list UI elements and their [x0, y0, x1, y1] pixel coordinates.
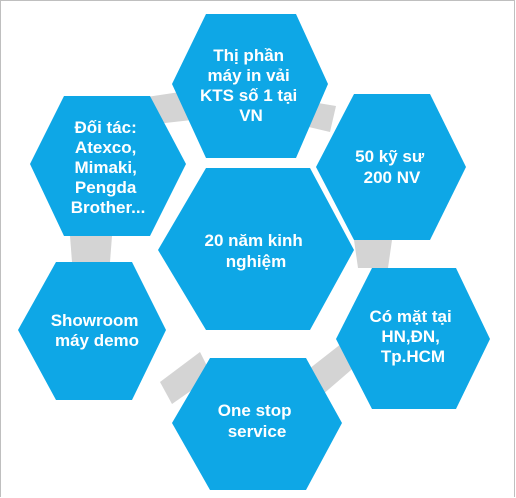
hex-market	[172, 14, 328, 158]
labels: Thị phần máy in vải KTS số 1 tại VN 50 k…	[51, 46, 457, 441]
connector-service-showroom	[160, 352, 212, 404]
hex-partners	[30, 96, 186, 236]
connector-showroom-partners	[70, 236, 112, 262]
hex-showroom	[18, 262, 166, 400]
hex-market-line: máy in vải	[208, 66, 290, 85]
hex-engineers-line: 200 NV	[364, 168, 421, 187]
hex-center-line: nghiệm	[226, 252, 286, 271]
hex-market-line: Thị phần	[213, 46, 284, 65]
hex-center	[158, 168, 354, 330]
hex-partners-line: Đối tác:	[74, 118, 136, 137]
hex-center-line: 20 năm kinh	[205, 231, 303, 250]
hex-partners-line: Pengda	[75, 178, 137, 197]
hex-market-line: VN	[239, 106, 263, 125]
hex-partners-line: Brother...	[71, 198, 146, 217]
hex-service-line: One stop	[218, 401, 292, 420]
hex-presence-label: Có mặt tại HN,ĐN, Tp.HCM	[370, 307, 457, 366]
hex-partners-line: Mimaki,	[74, 158, 136, 177]
hex-partners-line: Atexco,	[75, 138, 136, 157]
hex-engineers	[316, 94, 466, 240]
hex-showroom-label: Showroom máy demo	[51, 311, 144, 350]
hex-presence	[336, 268, 490, 409]
hex-service	[172, 358, 342, 490]
hexagons	[18, 14, 490, 490]
hex-market-line: KTS số 1 tại	[200, 86, 297, 105]
hex-market-label: Thị phần máy in vải KTS số 1 tại VN	[200, 46, 302, 125]
hex-center-label: 20 năm kinh nghiệm	[205, 231, 308, 271]
connector-engineers-presence	[354, 240, 392, 268]
hex-service-line: service	[228, 422, 287, 441]
hex-engineers-label: 50 kỹ sư 200 NV	[355, 147, 429, 187]
hex-engineers-line: 50 kỹ sư	[355, 147, 425, 166]
hex-presence-line: Tp.HCM	[381, 347, 445, 366]
hex-showroom-line: máy demo	[55, 331, 139, 350]
hex-service-label: One stop service	[218, 401, 296, 441]
hex-showroom-line: Showroom	[51, 311, 139, 330]
hex-presence-line: Có mặt tại	[370, 307, 452, 326]
hex-partners-label: Đối tác: Atexco, Mimaki, Pengda Brother.…	[71, 118, 146, 217]
hex-presence-line: HN,ĐN,	[381, 327, 440, 346]
